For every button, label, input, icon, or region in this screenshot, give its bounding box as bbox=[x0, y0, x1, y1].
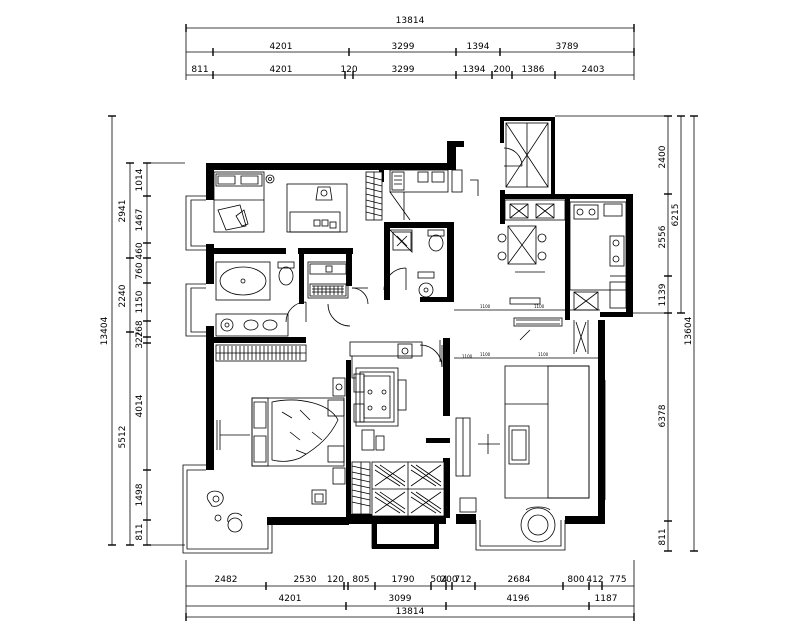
left-sub-4: 760 bbox=[135, 262, 145, 279]
top-sub-6: 200 bbox=[493, 65, 510, 75]
top-sub-8: 2403 bbox=[582, 65, 605, 75]
top-sub-4: 3299 bbox=[392, 65, 415, 75]
left-sub-3: 460 bbox=[135, 242, 145, 259]
left-sub-2: 1467 bbox=[135, 209, 145, 232]
bottom-dim-8: 712 bbox=[454, 575, 471, 585]
living-label-b: 1100 bbox=[538, 352, 549, 357]
bedside-right bbox=[332, 467, 346, 485]
right-sub-4: 6378 bbox=[658, 404, 668, 427]
right-sub-3: 1139 bbox=[658, 283, 668, 306]
top-sub-2: 4201 bbox=[270, 65, 293, 75]
left-sub-5: 1150 bbox=[135, 290, 145, 313]
left-sub-1: 1014 bbox=[135, 168, 145, 191]
left-sub-10: 811 bbox=[135, 523, 145, 540]
left-dim-3: 5512 bbox=[118, 426, 128, 449]
top-dim-1: 4201 bbox=[270, 42, 293, 52]
top-dim-3: 1394 bbox=[467, 42, 490, 52]
round-chair bbox=[520, 507, 556, 543]
bottom-dimensions: 2482 2530 120 805 1790 504 200 712 2684 … bbox=[185, 560, 635, 621]
bottom-dim-6: 504 bbox=[430, 575, 447, 585]
bottom-sub-2: 3099 bbox=[389, 594, 412, 604]
right-sub-2: 2556 bbox=[658, 225, 668, 248]
bottom-dim-9: 2684 bbox=[508, 575, 531, 585]
master-bedroom bbox=[206, 344, 346, 533]
tv-wall-label: 4000 bbox=[599, 434, 604, 445]
entry-hall: 1100 1100 1100 bbox=[454, 297, 600, 359]
middle-bathroom bbox=[383, 229, 445, 298]
right-total-dimension: 13604 bbox=[684, 316, 694, 345]
hall-label-b: 1100 bbox=[534, 304, 545, 309]
bottom-dim-10: 800 bbox=[567, 575, 584, 585]
left-dim-2: 2240 bbox=[118, 284, 128, 307]
right-dim-1: 6215 bbox=[671, 204, 681, 227]
top-total-dimension: 13814 bbox=[396, 16, 425, 26]
bed-single bbox=[213, 171, 265, 233]
walls bbox=[206, 117, 633, 525]
top-dimensions: 13814 4201 3299 1394 3789 811 4201 120 3… bbox=[185, 16, 635, 80]
left-sub-8: 4014 bbox=[135, 394, 145, 417]
bedside-left bbox=[332, 377, 346, 397]
sofa-chair bbox=[355, 367, 399, 427]
bottom-dim-5: 1790 bbox=[392, 575, 415, 585]
bottom-dim-12: 775 bbox=[609, 575, 626, 585]
toilet-middle-tank bbox=[427, 229, 445, 237]
bottom-dim-7: 200 bbox=[440, 575, 457, 585]
left-dim-1: 2941 bbox=[118, 200, 128, 223]
corridor-top bbox=[389, 169, 479, 221]
right-sub-5: 811 bbox=[658, 528, 668, 545]
left-total-dimension: 13404 bbox=[100, 316, 110, 345]
top-sub-3: 120 bbox=[340, 65, 357, 75]
living-room: 1100 1100 4000 bbox=[454, 352, 606, 543]
right-dimensions: 13604 6215 2400 2556 1139 6378 811 bbox=[555, 115, 698, 552]
top-dim-2: 3299 bbox=[392, 42, 415, 52]
kitchen-dining bbox=[497, 122, 627, 311]
bottom-sub-1: 4201 bbox=[279, 594, 302, 604]
vanity-sinks bbox=[215, 313, 289, 337]
bedroom-top-left bbox=[213, 171, 383, 233]
balcony-outlines bbox=[182, 195, 566, 554]
toilet-master-tank bbox=[277, 261, 295, 269]
bottom-dim-2: 2530 bbox=[294, 575, 317, 585]
left-sub-9: 1498 bbox=[135, 483, 145, 506]
right-sub-1: 2400 bbox=[658, 145, 668, 168]
toilet-middle bbox=[428, 234, 444, 252]
top-sub-1: 811 bbox=[191, 65, 208, 75]
bottom-total-dimension: 13814 bbox=[396, 607, 425, 617]
coffee-table bbox=[508, 425, 530, 465]
bottom-sub-3: 4196 bbox=[507, 594, 530, 604]
bottom-dim-11: 412 bbox=[586, 575, 603, 585]
bottom-dim-1: 2482 bbox=[215, 575, 238, 585]
bottom-dim-3: 120 bbox=[327, 575, 344, 585]
top-sub-5: 1394 bbox=[463, 65, 486, 75]
left-sub-6: 768 bbox=[135, 320, 145, 337]
toilet-master bbox=[278, 266, 294, 286]
hall-label-c: 1100 bbox=[462, 354, 473, 359]
hall-label-a: 1100 bbox=[480, 304, 491, 309]
study-room bbox=[349, 340, 445, 517]
left-sub-7: 322 bbox=[135, 331, 145, 348]
left-dimensions: 13404 2941 2240 5512 1014 1467 bbox=[100, 115, 185, 546]
bathtub bbox=[215, 261, 271, 301]
bottom-sub-4: 1187 bbox=[595, 594, 618, 604]
bottom-dim-4: 805 bbox=[352, 575, 369, 585]
top-dim-4: 3789 bbox=[556, 42, 579, 52]
master-bathroom bbox=[215, 261, 369, 337]
top-sub-7: 1386 bbox=[522, 65, 545, 75]
living-label-a: 1100 bbox=[480, 352, 491, 357]
